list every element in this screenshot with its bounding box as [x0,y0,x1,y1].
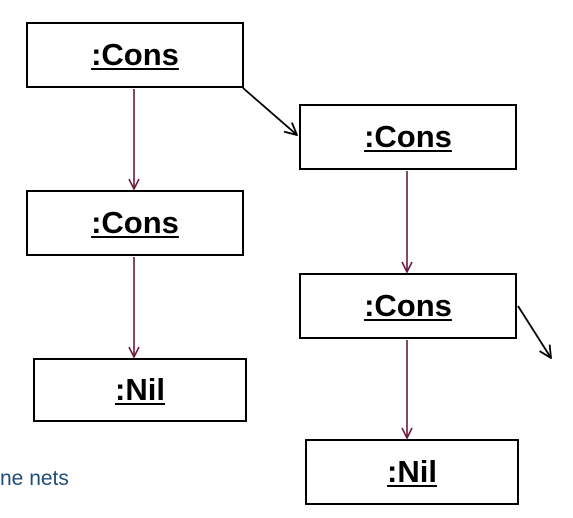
cons-node: :Cons [299,273,517,339]
node-label: :Cons [91,37,179,72]
node-label: :Cons [364,119,452,154]
cons-node: :Cons [299,104,517,170]
node-label: :Cons [91,205,179,240]
edge-cons1-cons2 [242,87,297,135]
node-label: :Nil [115,372,165,407]
edge-cons4-offpage [517,305,551,358]
nil-node: :Nil [33,358,247,422]
node-label: :Nil [387,454,437,489]
cons-node: :Cons [26,190,244,256]
cons-node: :Cons [26,22,244,88]
node-label: :Cons [364,288,452,323]
caption-text: ne nets [0,467,69,490]
nil-node: :Nil [305,439,519,505]
